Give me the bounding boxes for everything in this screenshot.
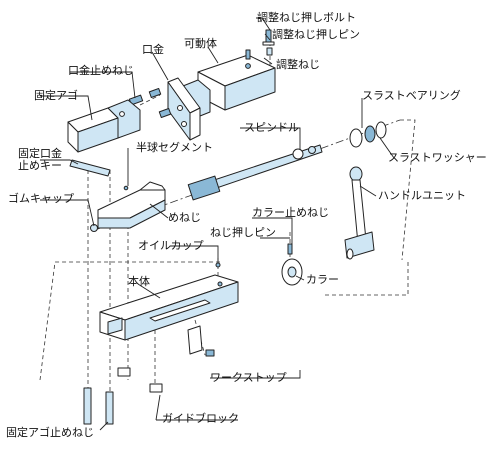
label-thrust-washer: スラストワッシャー (388, 151, 487, 164)
bearing-guide-line (400, 119, 416, 261)
work-stop-part (187, 325, 215, 357)
spindle-part (187, 144, 323, 201)
adjust-bolt-part (245, 29, 275, 60)
mouthpiece-key-part (69, 159, 111, 177)
label-collar-set-screw: カラー止めねじ (252, 206, 329, 219)
collar-guide-line (325, 262, 409, 296)
fixed-jaw-set-screws (83, 387, 114, 425)
label-guide-block: ガイドブロック (162, 412, 239, 425)
label-spindle: スピンドル (244, 121, 299, 134)
label-mouthpiece: 口金 (142, 43, 164, 56)
guide-block-parts (117, 367, 163, 393)
label-female-screw: めねじ (168, 211, 201, 224)
leader-lines (40, 17, 395, 431)
label-mouthpiece-key-line2: 止めキー (18, 159, 62, 172)
label-screw-push-pin: ねじ押しピン (210, 226, 276, 239)
label-collar: カラー (306, 273, 339, 286)
label-oil-cup: オイルカップ (138, 239, 204, 252)
screw-axis (139, 94, 161, 106)
label-fixed-jaw-set-screw: 固定アゴ止めねじ (6, 426, 94, 439)
label-mouthpiece-set-screw: 口金止めねじ (68, 64, 134, 77)
female-screw-block (90, 181, 166, 232)
label-adjust-push-pin: 調整ねじ押しピン (272, 28, 360, 41)
label-thrust-bearing: スラストベアリング (362, 89, 461, 102)
fixed-jaw-part (67, 99, 141, 153)
label-work-stop: ワークストップ (210, 371, 287, 384)
label-half-ball-segment: 半球セグメント (136, 141, 213, 154)
main-body-part (99, 262, 239, 341)
label-rubber-cap: ゴムキャップ (8, 192, 74, 205)
handle-unit-part (344, 166, 375, 260)
label-adjust-screw: 調整ねじ (276, 58, 320, 71)
label-fixed-jaw: 固定アゴ (34, 89, 78, 102)
workstop-axis (194, 319, 206, 356)
label-main-body: 本体 (128, 275, 150, 288)
mouthpiece-part (167, 77, 201, 141)
label-adjust-push-bolt: 調整ねじ押しボルト (257, 11, 356, 24)
label-mouthpiece-key-line1: 固定口金 (18, 147, 62, 160)
label-movable-body: 可動体 (184, 37, 217, 50)
label-handle-unit: ハンドルユニット (378, 189, 466, 202)
thrust-bearing-part (349, 121, 387, 148)
collar-part (281, 243, 303, 286)
